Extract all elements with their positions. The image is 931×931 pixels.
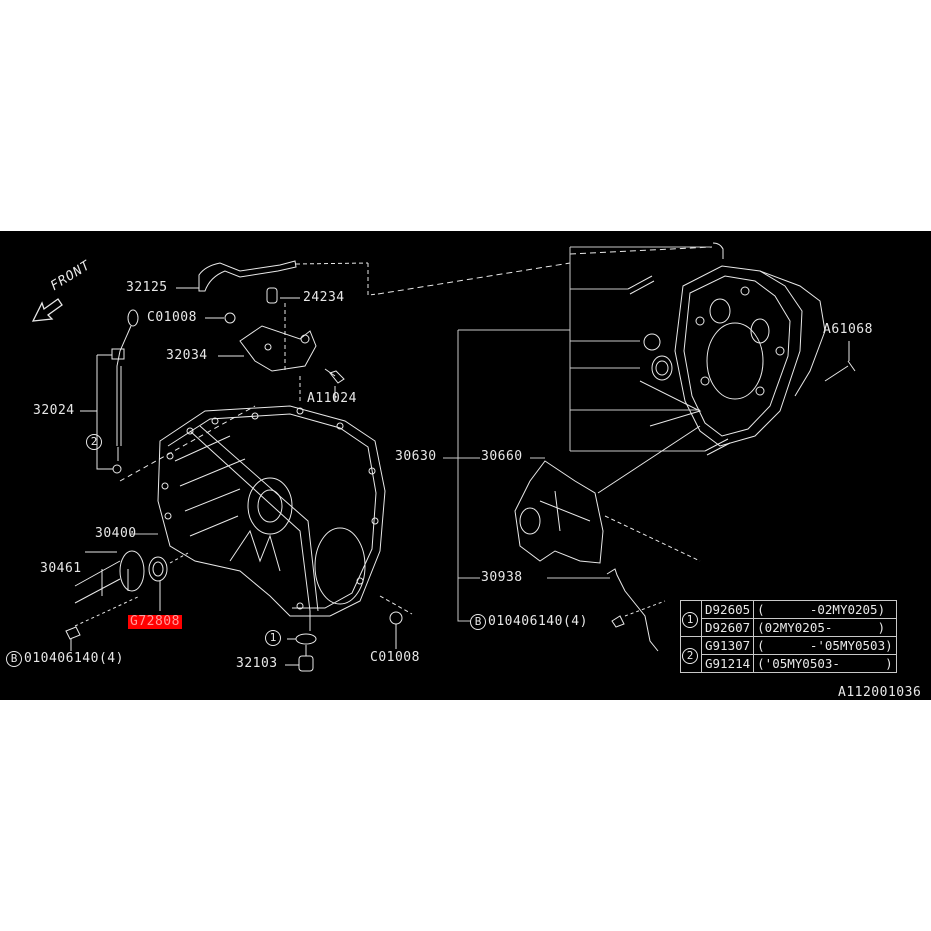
range-cell: ( -'05MY0503) <box>753 636 897 655</box>
ref-label-1[interactable]: 1 <box>265 630 283 646</box>
dipstick-drawing <box>80 309 139 474</box>
part-label-c01008-top[interactable]: C01008 <box>147 310 197 325</box>
group-cell: 1 <box>680 600 702 637</box>
ref-label-2[interactable]: 2 <box>86 434 104 450</box>
breather-hose-drawing <box>176 260 571 296</box>
table-row: G91214 ('05MY0503- ) <box>681 654 897 673</box>
part-number-cell[interactable]: D92607 <box>700 618 755 637</box>
part-label-30660[interactable]: 30660 <box>481 449 523 464</box>
transmission-housing-drawing <box>119 376 413 631</box>
table-row: 1 D92605 ( -02MY0205) <box>680 600 897 637</box>
table-row: 2 G91307 ( -'05MY0503) <box>680 636 897 673</box>
part-number-cell[interactable]: G91214 <box>700 654 755 673</box>
group-cell: 2 <box>680 636 702 673</box>
cover-drawing <box>514 425 701 564</box>
ref-2-circle-icon: 2 <box>86 434 102 450</box>
bracket-drawing <box>205 312 345 401</box>
part-label-32034[interactable]: 32034 <box>166 348 208 363</box>
b-circle-icon: B <box>470 614 486 630</box>
exploded-view-drawing <box>31 242 856 672</box>
oil-seal-drawing <box>148 552 189 611</box>
clip-drawing <box>266 287 300 371</box>
part-number-cell[interactable]: G91307 <box>700 636 755 655</box>
reference-table: 1 D92605 ( -02MY0205) D92607 (02MY0205- … <box>680 600 897 673</box>
table-row: D92607 (02MY0205- ) <box>681 618 897 637</box>
part-label-32103[interactable]: 32103 <box>236 656 278 671</box>
range-cell: ( -02MY0205) <box>753 600 897 619</box>
ref-2-circle-icon: 2 <box>682 647 698 664</box>
drawing-code: A112001036 <box>838 685 922 700</box>
leader-lines-group <box>443 246 710 622</box>
nut-drawing <box>389 611 403 649</box>
ref-1-circle-icon: 1 <box>265 630 281 646</box>
part-label-30461[interactable]: 30461 <box>40 561 82 576</box>
drain-plug-drawing <box>285 633 317 672</box>
pins-drawing <box>627 275 731 456</box>
part-label-a11024[interactable]: A11024 <box>307 391 357 406</box>
range-cell: ('05MY0503- ) <box>753 654 897 673</box>
bolt-drawing <box>65 626 81 651</box>
front-arrow-icon <box>31 298 63 322</box>
range-cell: (02MY0205- ) <box>753 618 897 637</box>
part-label-c01008-bottom[interactable]: C01008 <box>370 650 420 665</box>
part-label-a61068[interactable]: A61068 <box>823 322 873 337</box>
retainer-drawing <box>74 550 145 627</box>
part-label-32125[interactable]: 32125 <box>126 280 168 295</box>
part-number-cell[interactable]: D92605 <box>700 600 755 619</box>
diagram-panel: FRONT 32125 24234 C01008 32034 32024 A11… <box>0 231 931 700</box>
part-label-30938[interactable]: 30938 <box>481 570 523 585</box>
part-label-32024[interactable]: 32024 <box>33 403 75 418</box>
part-label-30400[interactable]: 30400 <box>95 526 137 541</box>
b-circle-icon: B <box>6 651 22 667</box>
ref-1-circle-icon: 1 <box>682 611 698 628</box>
part-label-30630[interactable]: 30630 <box>395 449 437 464</box>
part-label-24234[interactable]: 24234 <box>303 290 345 305</box>
extension-housing-drawing <box>569 242 826 447</box>
bolt-a61068-drawing <box>824 341 856 382</box>
part-label-g72808-highlighted[interactable]: G72808 <box>128 614 182 629</box>
pipe-drawing <box>606 568 666 652</box>
